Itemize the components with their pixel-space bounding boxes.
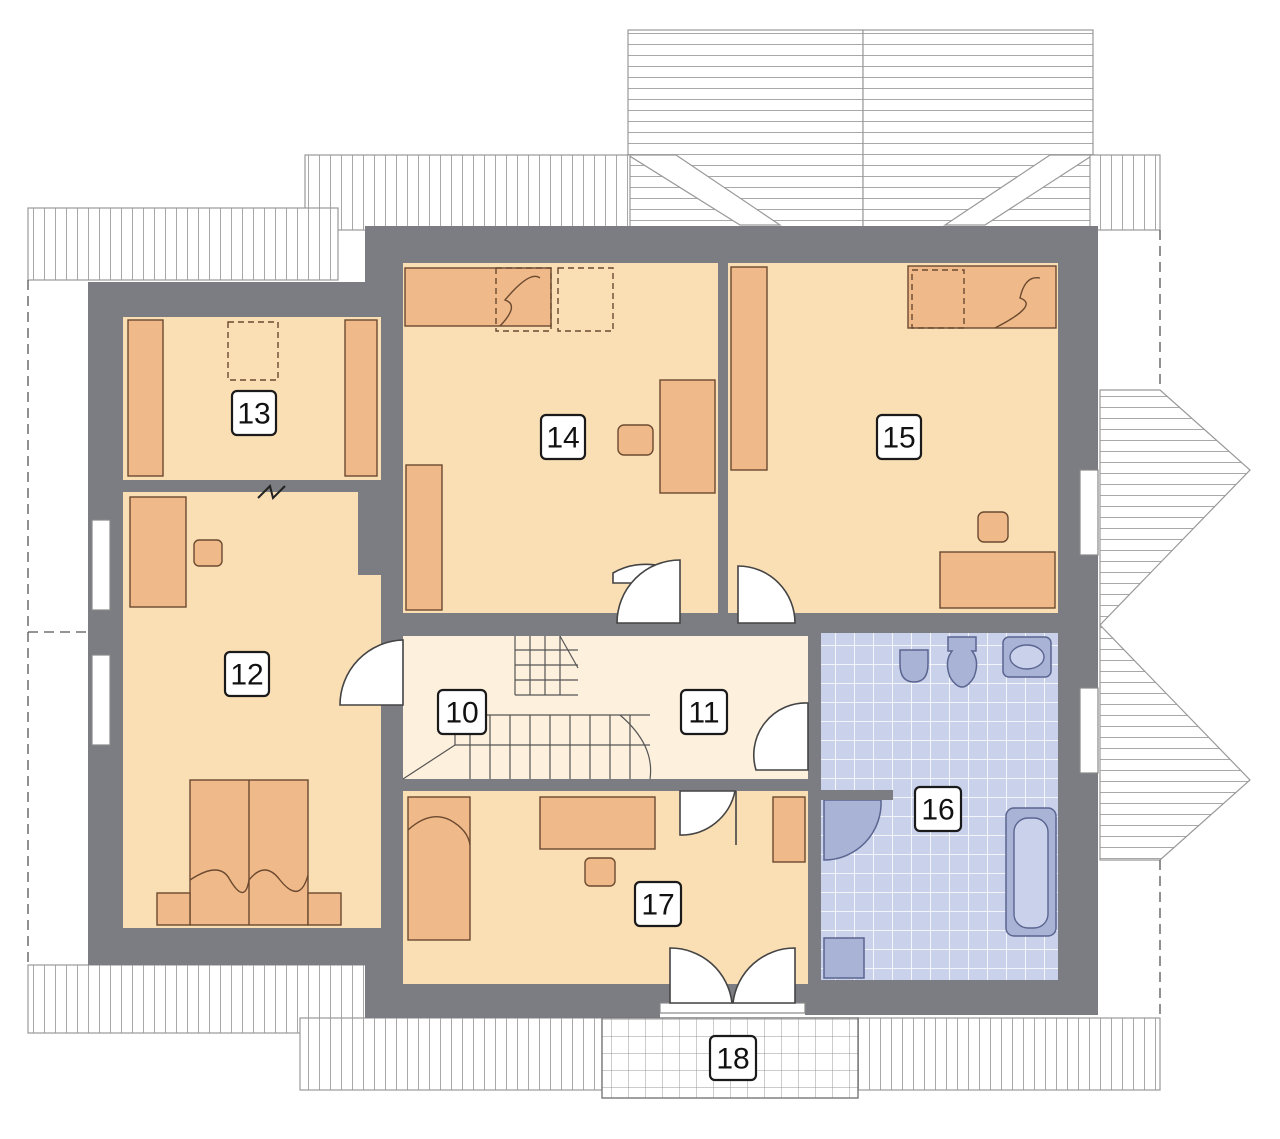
- roof-eave-bottom-right: [857, 1017, 1161, 1091]
- shower-icon: [823, 799, 882, 861]
- room-12-floor: [123, 492, 381, 928]
- wardrobe-15: [730, 266, 768, 471]
- room-number-11: 11: [688, 697, 719, 730]
- desk-15: [939, 551, 1056, 609]
- furniture: [127, 265, 1057, 941]
- roof-hip-right-upper: [1099, 389, 1251, 627]
- room-label-11: 11: [679, 688, 729, 736]
- doors: [257, 484, 809, 1004]
- room-label-15: 15: [875, 413, 923, 461]
- room-number-13: 13: [237, 398, 270, 431]
- chair-14: [617, 424, 654, 456]
- roof-gable-valley-right: [943, 154, 1096, 226]
- room-label-18: 18: [708, 1034, 758, 1082]
- room-label-14: 14: [539, 413, 587, 461]
- hall-10-floor: [403, 636, 583, 779]
- roof-eave-top-left: [27, 207, 339, 281]
- room-label-13: 13: [230, 389, 278, 437]
- nightstand-12-left: [156, 892, 191, 926]
- desk-14: [659, 379, 716, 494]
- toilet-icon: [946, 636, 978, 688]
- room-label-12: 12: [223, 650, 271, 698]
- room-number-10: 10: [445, 697, 478, 730]
- roof-gable-valley-left: [625, 154, 782, 226]
- room-number-15: 15: [882, 422, 915, 455]
- desk-12: [129, 496, 187, 608]
- cabinet-17: [772, 796, 806, 863]
- room-number-18: 18: [716, 1043, 749, 1076]
- room-number-16: 16: [921, 794, 954, 827]
- roof: [27, 29, 1251, 1091]
- room-number-12: 12: [230, 659, 263, 692]
- room-number-14: 14: [546, 422, 579, 455]
- interior-walls: [123, 263, 1058, 983]
- roof-top-gable-right: [862, 29, 1094, 231]
- desk-17: [539, 796, 656, 850]
- windows: [91, 469, 1099, 1014]
- bed-14: [404, 267, 552, 327]
- room-label-10: 10: [436, 688, 488, 736]
- chair-15: [977, 511, 1009, 543]
- roof-eave-top-right: [1089, 154, 1161, 231]
- bed-17: [407, 796, 471, 941]
- room-label-17: 17: [633, 880, 683, 928]
- bed-15: [907, 265, 1057, 329]
- roof-eave-bottom-mid: [299, 1017, 603, 1091]
- nightstand-12-right: [307, 892, 342, 926]
- roof-eave-top-mid: [304, 154, 631, 231]
- wardrobe-13-right: [344, 319, 378, 477]
- bathroom-fixtures: [821, 636, 1057, 979]
- chair-12: [193, 539, 223, 567]
- room-label-16: 16: [913, 785, 963, 833]
- washer-icon: [823, 937, 865, 979]
- bidet-icon: [899, 649, 929, 683]
- shelf-14: [405, 464, 443, 611]
- wardrobe-13-left: [127, 319, 164, 477]
- roof-top-gable-left: [627, 29, 864, 231]
- roof-hip-right-lower: [1099, 623, 1251, 861]
- room-number-17: 17: [641, 889, 674, 922]
- chair-17: [584, 857, 616, 887]
